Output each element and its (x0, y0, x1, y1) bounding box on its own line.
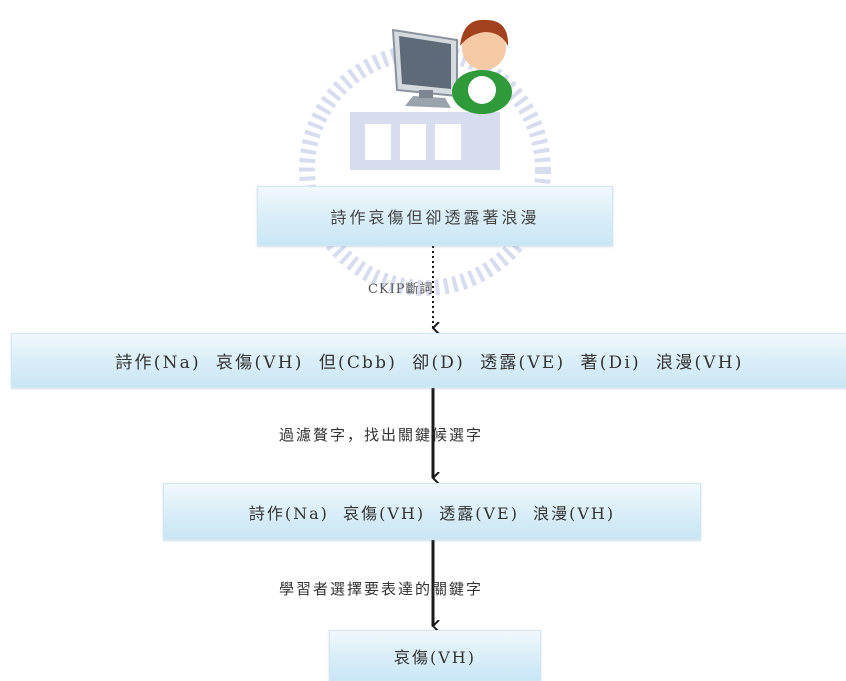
sentence-node: 詩作哀傷但卻透露著浪漫 (257, 186, 613, 246)
sentence-text: 詩作哀傷但卻透露著浪漫 (330, 208, 540, 227)
filter-label: 過濾贅字，找出關鍵候選字 (279, 426, 484, 444)
user-computer-icon (391, 19, 512, 114)
keyword-node: 哀傷(VH) (329, 630, 541, 681)
segmented-text: 詩作(Na) 哀傷(VH) 但(Cbb) 卻(D) 透露(VE) 著(Di) 浪… (115, 353, 744, 373)
candidates-node: 詩作(Na) 哀傷(VH) 透露(VE) 浪漫(VH) (163, 483, 701, 540)
select-label: 學習者選擇要表達的關鍵字 (279, 580, 484, 598)
keyword-text: 哀傷(VH) (394, 647, 476, 667)
segment-label: CKIP斷詞 (368, 282, 434, 297)
segmented-node: 詩作(Na) 哀傷(VH) 但(Cbb) 卻(D) 透露(VE) 著(Di) 浪… (11, 333, 846, 388)
candidates-text: 詩作(Na) 哀傷(VH) 透露(VE) 浪漫(VH) (248, 503, 616, 523)
